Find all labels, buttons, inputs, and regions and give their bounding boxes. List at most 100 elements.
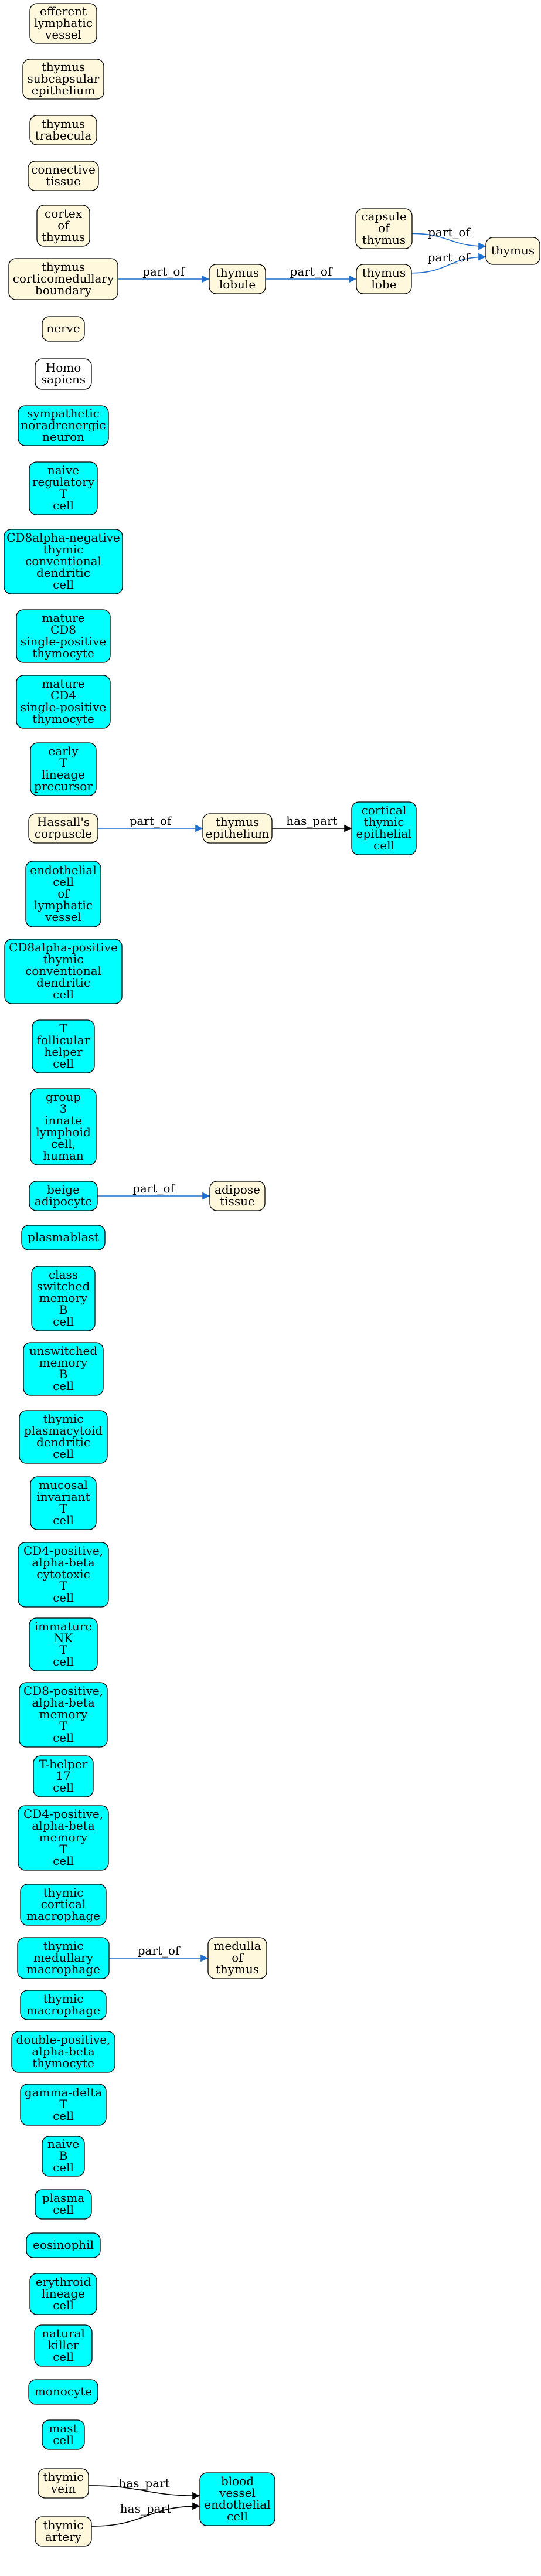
node-label-line: CD8 xyxy=(50,623,76,637)
node-thymus: thymus xyxy=(485,237,540,265)
node-box xyxy=(18,1805,109,1871)
node-box xyxy=(42,2419,85,2450)
node-label-line: efferent xyxy=(40,4,87,18)
node-label-line: nerve xyxy=(46,321,80,335)
node-label-line: cytotoxic xyxy=(36,1567,90,1581)
node-box xyxy=(202,813,273,844)
node-label-line: thymus xyxy=(362,233,406,247)
node-label-line: adipose xyxy=(215,1182,260,1197)
node-box xyxy=(30,742,97,796)
node-label-line: gamma-delta xyxy=(25,2085,102,2099)
node-label-line: sapiens xyxy=(41,372,86,386)
node-label-line: tissue xyxy=(220,1194,255,1208)
edge-part-of: part_of xyxy=(265,264,356,283)
node-label-line: cortical xyxy=(362,803,407,817)
node-label-line: adipocyte xyxy=(35,1194,92,1208)
node-label-line: thymocyte xyxy=(32,646,94,660)
node-label-line: cell xyxy=(53,1513,74,1527)
node-label-line: thymus xyxy=(491,243,535,257)
node-label-line: artery xyxy=(45,2530,82,2544)
node-label-line: thymocyte xyxy=(32,712,94,726)
node-label-line: plasmablast xyxy=(28,1230,99,1244)
node-label-line: single-positive xyxy=(21,634,106,648)
node-box xyxy=(20,1990,107,2020)
node-label-line: CD4-positive, xyxy=(23,1807,103,1821)
node-box xyxy=(22,59,104,100)
node-label-line: memory xyxy=(39,1707,88,1721)
node-label-line: epithelium xyxy=(206,827,269,841)
node-box xyxy=(29,2273,97,2315)
edge-label: part_of xyxy=(290,264,333,278)
edge-has-part: has_part xyxy=(91,2502,200,2527)
edge-label: part_of xyxy=(428,250,471,264)
node-box xyxy=(209,1181,266,1211)
node-label-line: conventional xyxy=(25,964,101,978)
node-box xyxy=(18,1542,109,1608)
node-label-line: cell xyxy=(53,1056,74,1070)
node-label-line: monocyte xyxy=(35,2384,92,2398)
node-label-line: invariant xyxy=(36,1490,90,1504)
node-label-line: vessel xyxy=(45,28,81,42)
node-label-line: endothelial xyxy=(204,2497,270,2512)
node-label-line: alpha-beta xyxy=(32,2044,94,2058)
node-label-line: cell xyxy=(53,987,74,1001)
node-label-line: boundary xyxy=(35,283,92,297)
node-box xyxy=(42,2136,85,2177)
edge-part-of: part_of xyxy=(108,1943,208,1962)
node-label-line: thymic xyxy=(43,952,84,966)
node-label-line: cell xyxy=(53,1780,74,1795)
node-label-line: follicular xyxy=(37,1033,90,1047)
node-label-line: of xyxy=(232,1950,244,1965)
node-box xyxy=(485,237,540,265)
node-label-line: thymic xyxy=(43,542,84,556)
node-label-line: natural xyxy=(42,2326,85,2340)
node-label-line: cell xyxy=(53,2160,74,2174)
node-label-line: B xyxy=(59,2149,68,2163)
node-label-line: capsule xyxy=(361,209,406,223)
node-box xyxy=(30,1088,97,1165)
edge-label: has_part xyxy=(118,2476,169,2490)
node-label-line: B xyxy=(59,1303,68,1317)
node-label-line: T xyxy=(59,487,67,501)
node-box xyxy=(356,264,412,294)
node-label-line: cell, xyxy=(51,1137,76,1151)
node-label-line: memory xyxy=(39,1355,88,1369)
node-label-line: corticomedullary xyxy=(13,271,114,286)
node-box xyxy=(26,2232,101,2258)
node-label-line: T xyxy=(59,1643,67,1657)
node-label-line: dendritic xyxy=(36,1435,90,1449)
node-box xyxy=(11,2031,115,2073)
node-label-line: thymic xyxy=(43,2518,84,2532)
node-label-line: double-positive, xyxy=(16,2033,111,2047)
node-label-line: CD8-positive, xyxy=(23,1684,103,1698)
node-box xyxy=(209,264,266,294)
node-label-line: lymphatic xyxy=(34,898,93,912)
node-label-line: cell xyxy=(53,1731,74,1745)
edge-part-of: part_of xyxy=(411,225,486,250)
node-label-line: mature xyxy=(42,677,84,691)
edge-line xyxy=(411,233,486,250)
node-box xyxy=(29,1617,98,1671)
node-box xyxy=(23,1342,104,1396)
node-label-line: early xyxy=(48,744,79,758)
node-label-line: memory xyxy=(39,1830,88,1844)
node-label-line: CD4 xyxy=(50,688,76,702)
